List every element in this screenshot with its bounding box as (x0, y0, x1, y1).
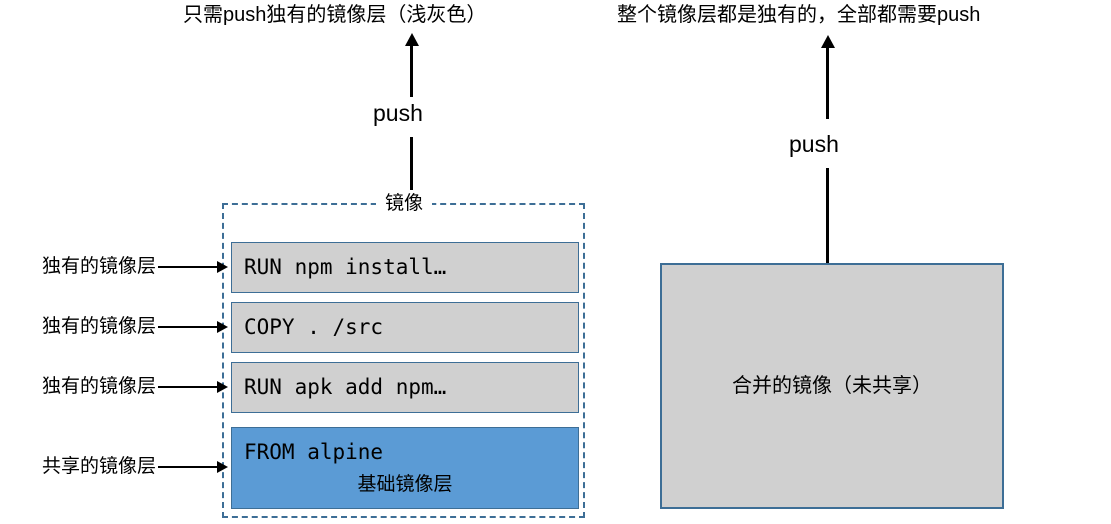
push-label-left: push (373, 100, 423, 126)
merged-image-box: 合并的镜像（未共享） (660, 263, 1004, 509)
side-arrow-head-icon (217, 321, 228, 333)
side-label-unique-layer: 独有的镜像层 (41, 256, 156, 277)
image-container-title: 镜像 (376, 192, 433, 216)
side-arrow-head-icon (217, 461, 228, 473)
side-arrow-shaft (158, 386, 218, 388)
push-arrow-right-head-icon (821, 35, 835, 48)
push-arrow-left-upper-shaft (410, 45, 413, 97)
side-arrow-head-icon (217, 261, 228, 273)
push-arrow-left-head-icon (405, 33, 419, 46)
image-layer-command: COPY . /src (244, 315, 384, 339)
image-layer-box: RUN npm install… (231, 242, 579, 293)
side-label-unique-layer: 独有的镜像层 (41, 316, 156, 337)
image-layer-command: RUN apk add npm… (244, 375, 447, 399)
side-label-unique-layer: 独有的镜像层 (41, 376, 156, 397)
side-arrow-head-icon (217, 381, 228, 393)
caption-right-push-all-layers: 整个镜像层都是独有的，全部都需要push (617, 4, 981, 26)
image-layer-command: RUN npm install… (244, 255, 447, 279)
push-arrow-right-upper-shaft (826, 47, 829, 119)
side-arrow-shaft (158, 466, 218, 468)
push-label-right: push (789, 131, 839, 157)
image-layer-box: COPY . /src (231, 302, 579, 353)
side-label-shared-layer: 共享的镜像层 (41, 456, 156, 477)
merged-image-label: 合并的镜像（未共享） (732, 375, 932, 397)
side-arrow-shaft (158, 266, 218, 268)
side-arrow-shaft (158, 326, 218, 328)
push-arrow-left-lower-shaft (410, 137, 413, 190)
base-image-layer-command: FROM alpine (244, 440, 384, 464)
base-image-layer-sublabel: 基础镜像层 (357, 474, 453, 495)
caption-left-push-only-unique-layers: 只需push独有的镜像层（浅灰色） (183, 4, 487, 26)
base-image-layer-box: FROM alpine 基础镜像层 (231, 427, 579, 509)
image-layer-box: RUN apk add npm… (231, 362, 579, 413)
push-arrow-right-lower-shaft (826, 168, 829, 263)
